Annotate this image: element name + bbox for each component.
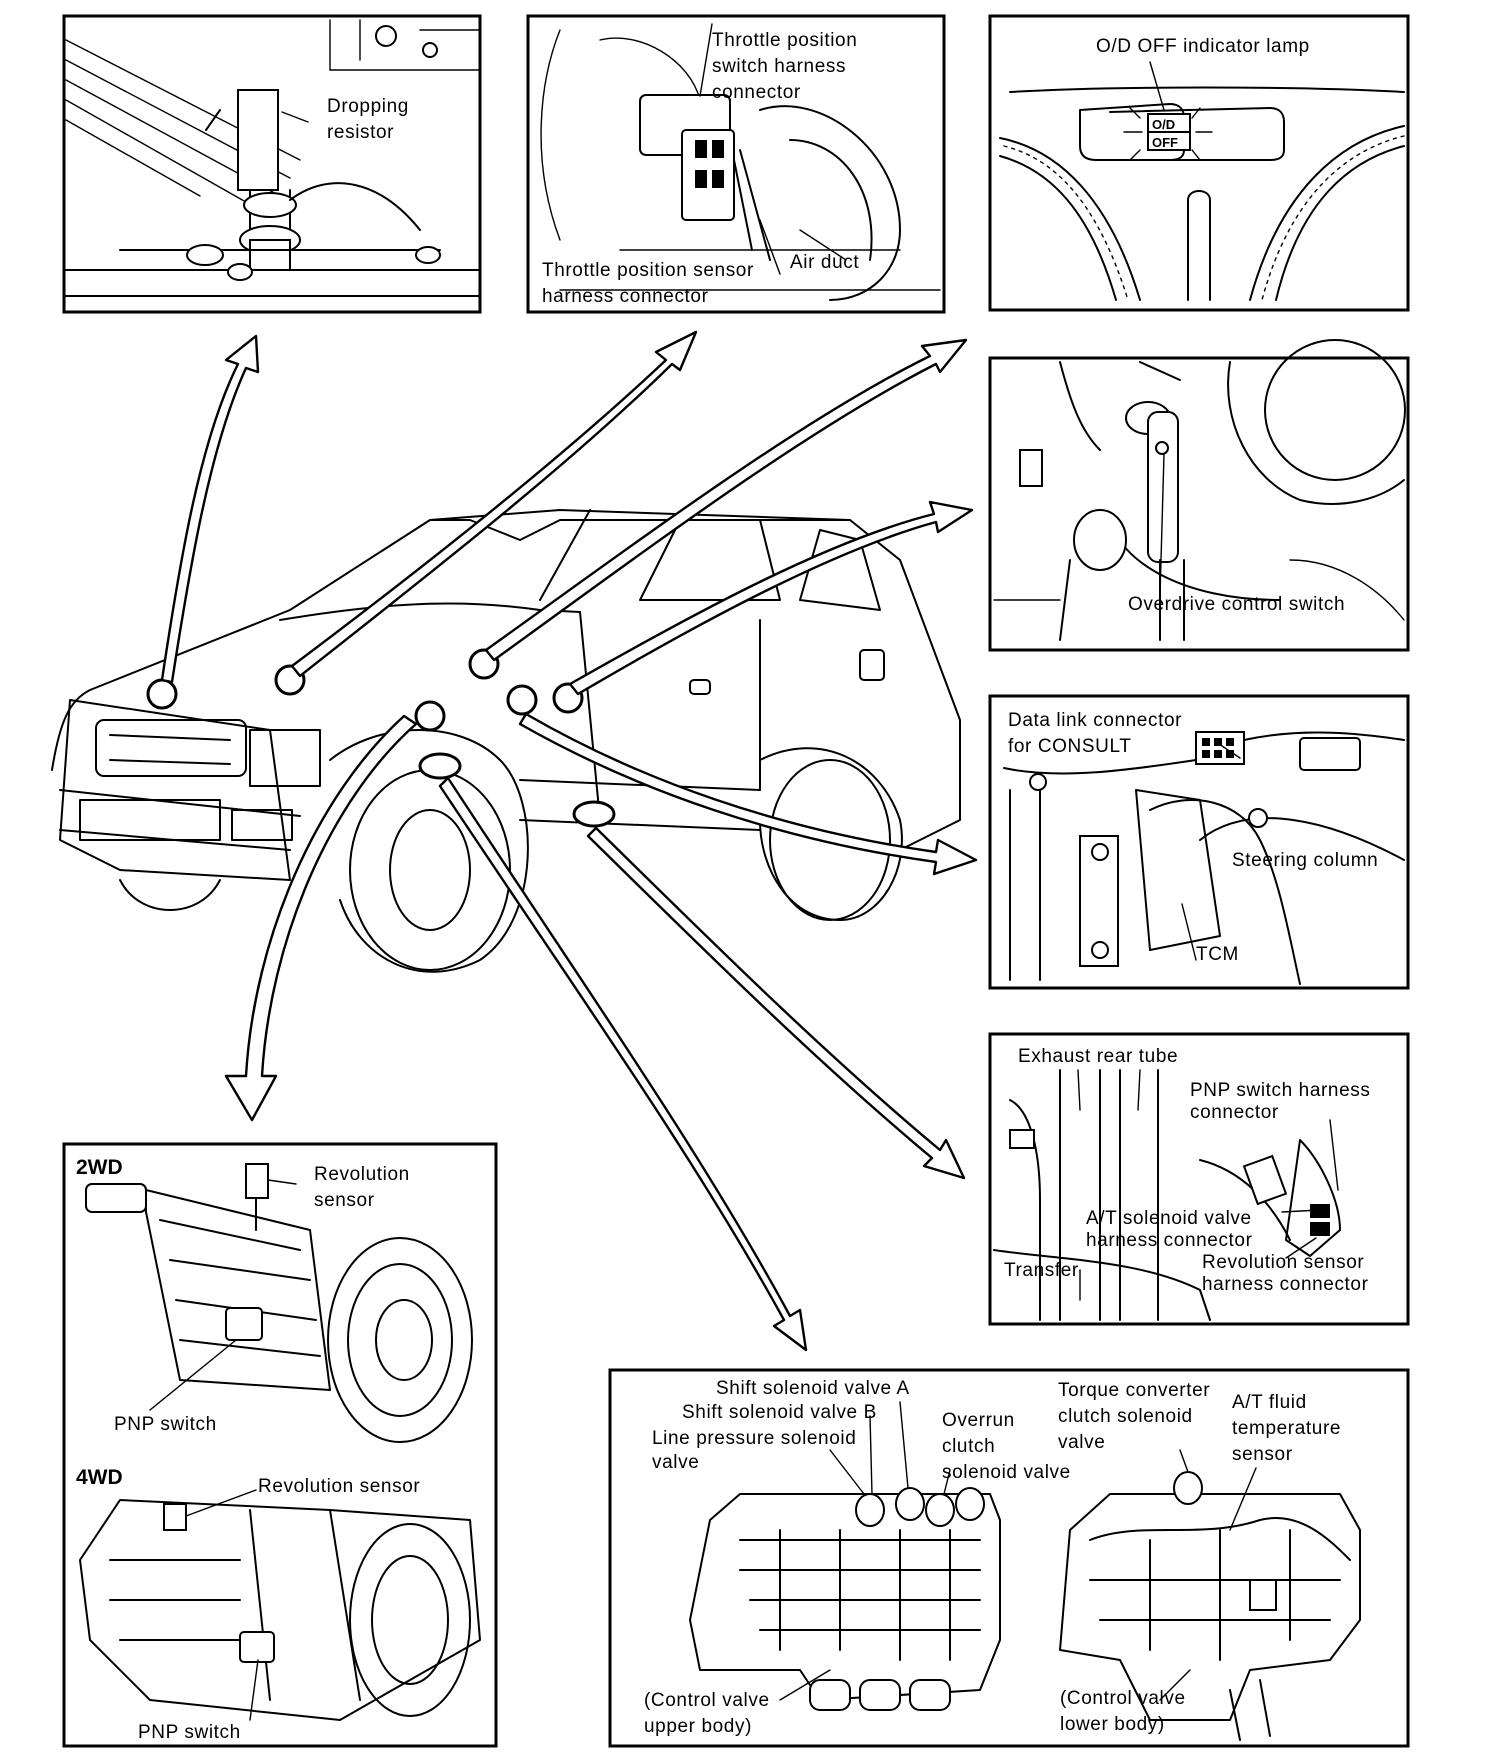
arrow-to-underbody bbox=[586, 826, 966, 1180]
location-markers bbox=[146, 648, 616, 828]
control-valve-upper-illustration bbox=[689, 1401, 1001, 1711]
upper-body-label-1: (Control valve bbox=[644, 1690, 770, 1711]
fluid-temp-label-3: sensor bbox=[1232, 1444, 1293, 1465]
panel-overdrive-switch: Overdrive control switch bbox=[988, 339, 1410, 652]
steering-column-label: Steering column bbox=[1232, 850, 1378, 871]
vehicle-illustration bbox=[51, 509, 961, 973]
od-lamp-top-text: O/D bbox=[1152, 117, 1175, 132]
revolution-harness-label-2: harness connector bbox=[1202, 1274, 1369, 1295]
marker-control-valve bbox=[418, 752, 462, 780]
line-pressure-label-2: valve bbox=[652, 1452, 699, 1473]
revolution-sensor-4wd-label: Revolution sensor bbox=[258, 1476, 420, 1497]
torque-converter-label-3: valve bbox=[1058, 1432, 1105, 1453]
tps-switch-label-3: connector bbox=[712, 82, 801, 103]
torque-converter-label-2: clutch solenoid bbox=[1058, 1406, 1193, 1427]
arrow-to-control-valve bbox=[438, 776, 808, 1352]
label-4wd: 4WD bbox=[76, 1466, 123, 1489]
dropping-resistor-label-2: resistor bbox=[327, 122, 394, 143]
tps-switch-label-1: Throttle position bbox=[712, 30, 857, 51]
fluid-temp-label-1: A/T fluid bbox=[1232, 1392, 1307, 1413]
torque-converter-label-1: Torque converter bbox=[1058, 1380, 1210, 1401]
tps-sensor-label-1: Throttle position sensor bbox=[542, 260, 754, 281]
line-pressure-label-1: Line pressure solenoid bbox=[652, 1428, 856, 1449]
tcm-label: TCM bbox=[1196, 944, 1239, 965]
arrow-to-dropping-resistor bbox=[160, 334, 260, 684]
arrow-to-od-switch bbox=[568, 500, 974, 696]
lower-body-label-1: (Control valve bbox=[1060, 1688, 1186, 1709]
arrow-to-od-lamp bbox=[484, 338, 968, 662]
lower-body-label-2: lower body) bbox=[1060, 1714, 1165, 1735]
od-lamp-title: O/D OFF indicator lamp bbox=[1096, 36, 1310, 57]
revolution-sensor-2wd-label-1: Revolution bbox=[314, 1164, 410, 1185]
underbody-illustration bbox=[993, 1069, 1341, 1321]
throttle-position-illustration bbox=[540, 23, 941, 301]
pnp-harness-label-1: PNP switch harness bbox=[1190, 1080, 1370, 1101]
leader-arrows bbox=[160, 330, 978, 1352]
overdrive-switch-label: Overdrive control switch bbox=[1128, 594, 1345, 615]
fluid-temp-label-2: temperature bbox=[1232, 1418, 1341, 1439]
panel-transmission: 2WD Revolution sensor PNP switch 4WD Rev… bbox=[62, 1142, 498, 1748]
od-lamp-illustration: O/D OFF bbox=[999, 61, 1405, 301]
revolution-harness-label-1: Revolution sensor bbox=[1202, 1252, 1364, 1273]
arrow-to-transmission bbox=[224, 714, 418, 1122]
control-valve-lower-illustration bbox=[1059, 1449, 1361, 1741]
transmission-4wd-illustration bbox=[79, 1489, 481, 1721]
od-lamp-bottom-text: OFF bbox=[1152, 135, 1178, 150]
pnp-switch-2wd-label: PNP switch bbox=[114, 1414, 217, 1435]
overrun-label-3: solenoid valve bbox=[942, 1462, 1071, 1483]
overrun-label-2: clutch bbox=[942, 1436, 995, 1457]
marker-underbody bbox=[572, 800, 616, 828]
arrow-to-throttle bbox=[290, 330, 698, 678]
panel-od-off-lamp: O/D OFF indicator lamp O/D OFF bbox=[988, 14, 1410, 312]
dlc-label-1: Data link connector bbox=[1008, 710, 1182, 731]
marker-transmission bbox=[414, 700, 446, 732]
transmission-2wd-illustration bbox=[85, 1163, 473, 1443]
overdrive-switch-illustration bbox=[993, 339, 1406, 641]
at-solenoid-harness-label-1: A/T solenoid valve bbox=[1086, 1208, 1252, 1229]
transfer-label: Transfer bbox=[1004, 1260, 1079, 1281]
pnp-switch-4wd-label: PNP switch bbox=[138, 1722, 241, 1743]
shift-solenoid-a-label: Shift solenoid valve A bbox=[716, 1378, 910, 1399]
panel-underbody: Exhaust rear tube PNP switch harness con… bbox=[988, 1032, 1410, 1326]
shift-solenoid-b-label: Shift solenoid valve B bbox=[682, 1402, 877, 1423]
arrow-to-tcm bbox=[518, 712, 978, 876]
dlc-label-2: for CONSULT bbox=[1008, 736, 1131, 757]
revolution-sensor-2wd-label-2: sensor bbox=[314, 1190, 375, 1211]
dropping-resistor-illustration bbox=[65, 19, 479, 297]
marker-tcm bbox=[506, 684, 538, 716]
upper-body-label-2: upper body) bbox=[644, 1716, 752, 1737]
label-2wd: 2WD bbox=[76, 1156, 123, 1179]
panel-throttle-position: Throttle position switch harness connect… bbox=[526, 14, 946, 314]
tps-sensor-label-2: harness connector bbox=[542, 286, 709, 307]
tcm-illustration bbox=[1003, 731, 1405, 985]
exhaust-tube-label: Exhaust rear tube bbox=[1018, 1046, 1178, 1067]
panel-dropping-resistor: Dropping resistor bbox=[62, 14, 482, 314]
pnp-harness-label-2: connector bbox=[1190, 1102, 1279, 1123]
panel-tcm: Data link connector for CONSULT Steering… bbox=[988, 694, 1410, 990]
dropping-resistor-label-1: Dropping bbox=[327, 96, 409, 117]
overrun-label-1: Overrun bbox=[942, 1410, 1015, 1431]
tps-switch-label-2: switch harness bbox=[712, 56, 846, 77]
marker-dropping-resistor bbox=[146, 678, 178, 710]
at-solenoid-harness-label-2: harness connector bbox=[1086, 1230, 1253, 1251]
panel-control-valve: Shift solenoid valve A Shift solenoid va… bbox=[608, 1368, 1410, 1748]
air-duct-label: Air duct bbox=[790, 252, 859, 273]
